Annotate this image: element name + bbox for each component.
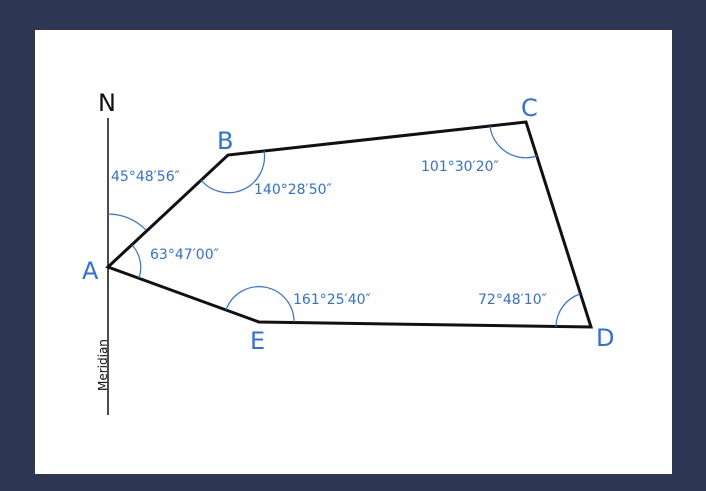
north-label: N bbox=[98, 89, 116, 117]
angle-label-bearing-ab: 45°48′56″ bbox=[111, 169, 180, 185]
vertex-label-d: D bbox=[596, 324, 614, 352]
vertex-label-a: A bbox=[82, 257, 99, 285]
vertex-label-c: C bbox=[521, 94, 538, 122]
angle-arc-c bbox=[489, 125, 538, 159]
angle-label-d: 72°48′10″ bbox=[478, 292, 547, 308]
angle-arc-a bbox=[131, 244, 142, 279]
vertex-label-b: B bbox=[217, 127, 233, 155]
angle-arc-d bbox=[555, 293, 581, 328]
angle-label-c: 101°30′20″ bbox=[421, 159, 499, 175]
meridian-label: Meridian bbox=[96, 339, 110, 391]
vertex-label-e: E bbox=[250, 327, 265, 355]
angle-label-e: 161°25′40″ bbox=[293, 292, 371, 308]
traverse-polygon bbox=[105, 120, 594, 329]
angle-arc-bearing-ab bbox=[107, 213, 147, 231]
angle-arc-e bbox=[225, 286, 295, 323]
angle-arc-b bbox=[200, 150, 266, 194]
angle-label-b: 140°28′50″ bbox=[254, 182, 332, 198]
angle-label-a: 63°47′00″ bbox=[150, 247, 219, 263]
